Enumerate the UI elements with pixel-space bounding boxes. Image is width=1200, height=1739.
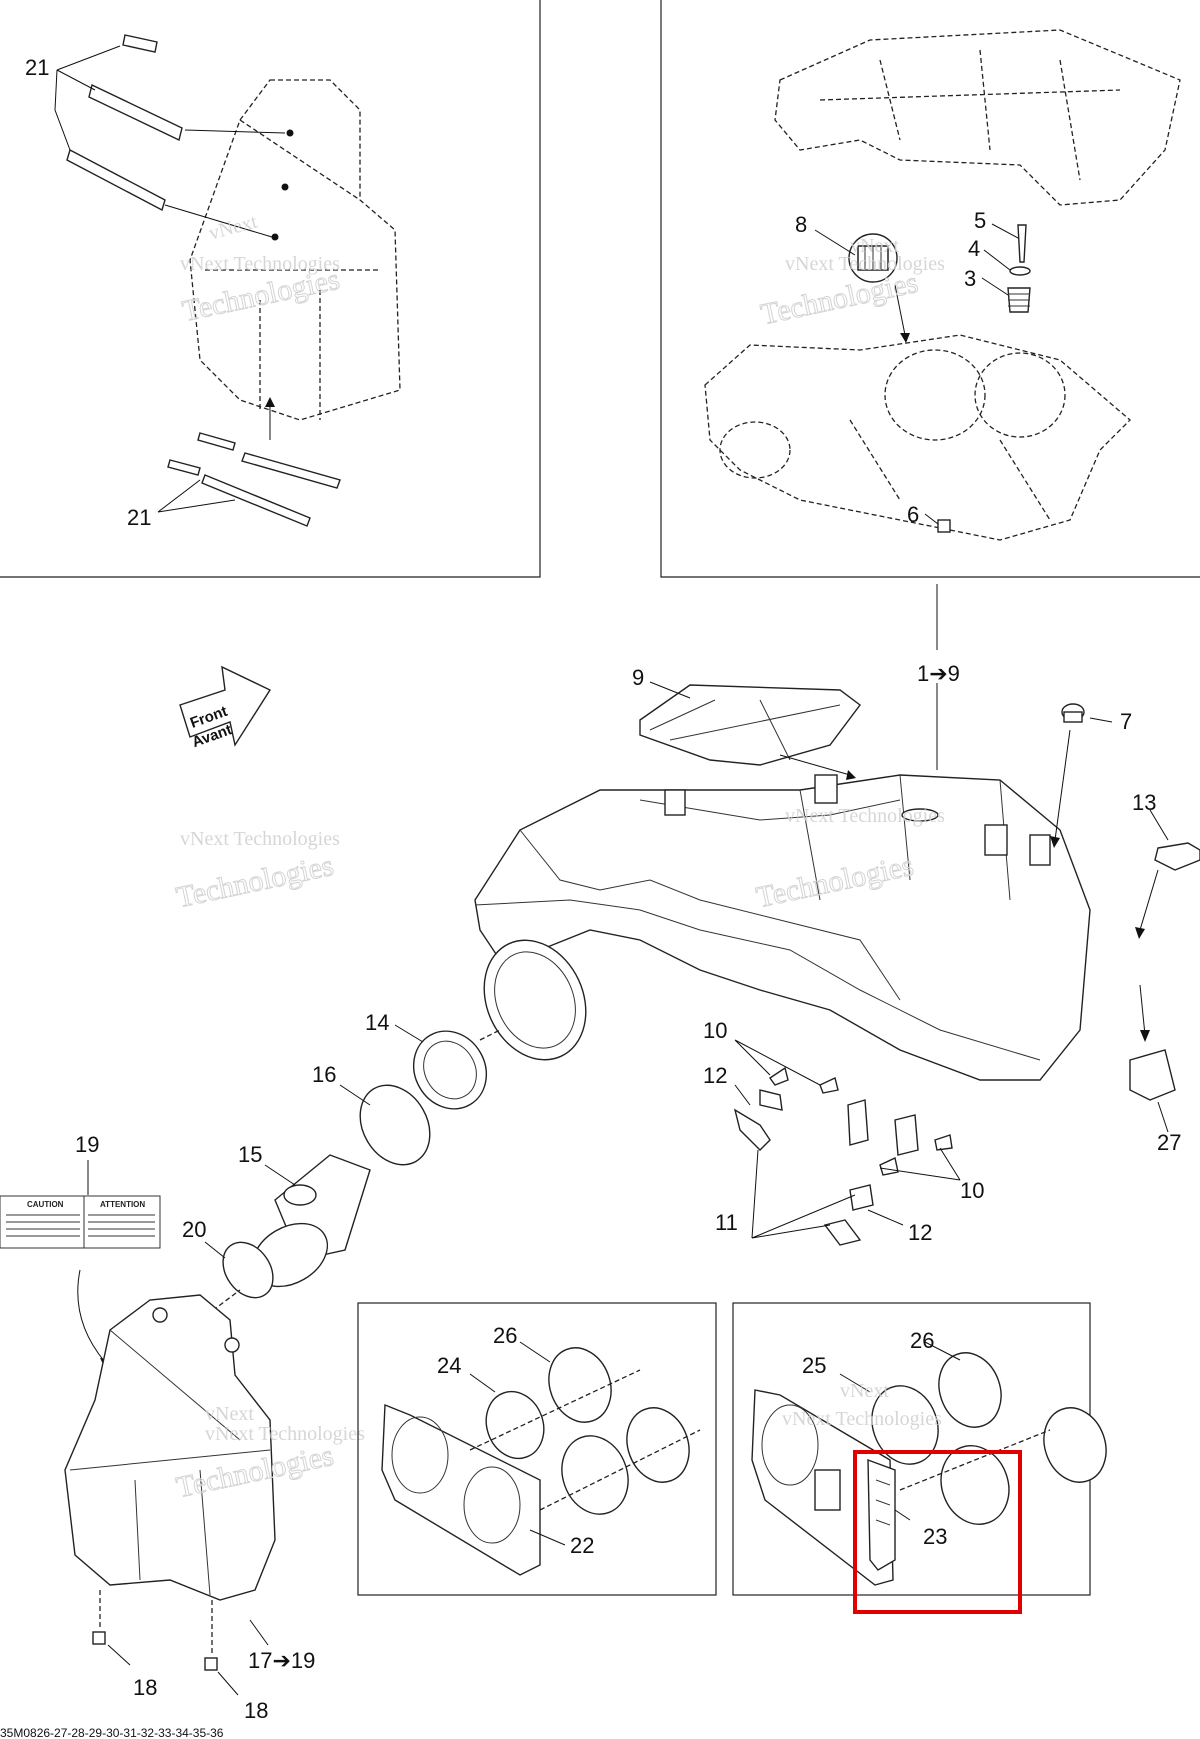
clips-10-11-12 — [733, 1066, 953, 1246]
part-26-clamp-left — [548, 1347, 612, 1423]
part-8-grille — [848, 233, 898, 283]
parts-5-4-3-screw-washer-spring — [1007, 224, 1031, 313]
inset-panel-top-left: vNext vNext Technologies Technologies 21… — [0, 0, 541, 578]
drawing-reference-code: 35M0826-27-28-29-30-31-32-33-34-35-36 — [0, 1726, 224, 1739]
airbox-cover-drawing — [774, 29, 1181, 206]
watermark-line2: vNext Technologies — [180, 253, 340, 275]
inset-panel-bottom-middle: 24 26 22 — [357, 1302, 717, 1596]
watermark-left-1: vNext Technologies — [180, 828, 340, 850]
part-13-clip — [1154, 842, 1200, 871]
callout-11: 11 — [715, 1210, 738, 1235]
callout-3: 3 — [964, 266, 976, 291]
callout-22: 22 — [570, 1533, 594, 1558]
callout-16: 16 — [312, 1062, 336, 1087]
callout-10-right: 10 — [960, 1178, 984, 1203]
foam-strips-lower — [167, 432, 341, 527]
attention-text: ATTENTION — [100, 1200, 145, 1209]
callout-14: 14 — [365, 1010, 389, 1035]
watermark-bottom-right-1: vNext — [840, 1380, 889, 1402]
callout-27: 27 — [1157, 1130, 1181, 1155]
arrow-up-indicator — [265, 397, 275, 440]
callout-17-to-19: 17➔19 — [248, 1648, 315, 1673]
part-7-plug — [1061, 703, 1085, 723]
airbox-base-drawing — [704, 334, 1131, 541]
callout-15: 15 — [238, 1142, 262, 1167]
callout-10-left: 10 — [703, 1018, 727, 1043]
callout-18-left: 18 — [133, 1675, 157, 1700]
part-26-clamp-top — [938, 1352, 1002, 1428]
callout-5: 5 — [974, 208, 986, 233]
part-26-clamp-right-2 — [1043, 1407, 1107, 1483]
callout-26-right-panel: 26 — [910, 1328, 934, 1353]
caution-text: CAUTION — [27, 1200, 64, 1209]
callout-23: 23 — [923, 1524, 947, 1549]
part-14-boot — [412, 1030, 488, 1110]
part-19-caution-label: CAUTION ATTENTION — [0, 1195, 161, 1249]
callout-8: 8 — [795, 212, 807, 237]
inset-panel-bottom-right: vNext vNext Technologies 25 26 23 — [732, 1302, 1107, 1614]
part-6-grommet — [937, 519, 951, 533]
part-16-clamp — [359, 1084, 431, 1166]
part-27-seal — [1129, 1049, 1176, 1101]
part-18-grommets — [92, 1631, 218, 1671]
inset-panel-top-right: vNext vNext Technologies Technologies 8 … — [660, 0, 1200, 578]
callout-4: 4 — [968, 236, 980, 261]
callout-12-right: 12 — [908, 1220, 932, 1245]
part-23-sleeve — [940, 1445, 1010, 1525]
part-23-bracket — [867, 1458, 896, 1571]
callout-18-right: 18 — [244, 1698, 268, 1723]
callout-6: 6 — [907, 502, 919, 527]
airbox-lower-housing-drawing — [189, 79, 401, 421]
callout-21-bottom: 21 — [127, 505, 151, 530]
watermark-top-right-1: vNext — [850, 235, 899, 257]
foam-strips-upper — [66, 34, 183, 212]
part-24-sleeve-2 — [561, 1435, 629, 1515]
airbox-main-body — [474, 774, 1091, 1081]
callout-21-top: 21 — [25, 55, 49, 80]
main-airbox-assembly: 1➔9 Front Avant 9 — [0, 584, 1200, 1723]
callout-19: 19 — [75, 1132, 99, 1157]
watermark-left-2: Technologies — [174, 849, 337, 914]
part-17-lower-housing — [64, 1294, 276, 1601]
part-25-adaptor-plate — [751, 1389, 894, 1586]
part-20-o-ring — [222, 1241, 274, 1299]
callout-24: 24 — [437, 1353, 461, 1378]
callout-25: 25 — [802, 1353, 826, 1378]
watermark-bottom-left-1: vNext — [205, 1403, 254, 1425]
highlight-box-part-23 — [853, 1450, 1022, 1614]
part-22-adaptor-plate — [381, 1403, 541, 1576]
part-24-sleeve — [485, 1390, 545, 1460]
callout-12-left: 12 — [703, 1063, 727, 1088]
part-26-clamp-right — [626, 1407, 690, 1483]
watermark-bottom-left-2: vNext Technologies — [205, 1423, 365, 1445]
callout-26-left-panel: 26 — [493, 1323, 517, 1348]
callout-13: 13 — [1132, 790, 1156, 815]
watermark-main-1: vNext Technologies — [785, 805, 945, 827]
callout-7: 7 — [1120, 709, 1132, 734]
callout-1-to-9: 1➔9 — [917, 661, 960, 686]
front-direction-arrow: Front Avant — [179, 665, 272, 751]
watermark-bottom-right-2: vNext Technologies — [782, 1408, 942, 1430]
part-9-cover — [639, 684, 861, 766]
watermark-line1: vNext — [207, 211, 260, 245]
callout-9: 9 — [632, 665, 644, 690]
callout-20: 20 — [182, 1217, 206, 1242]
watermark-top-right-3: Technologies — [758, 266, 921, 331]
part-25-sleeve — [871, 1385, 939, 1465]
watermark-top-right-2: vNext Technologies — [785, 253, 945, 275]
